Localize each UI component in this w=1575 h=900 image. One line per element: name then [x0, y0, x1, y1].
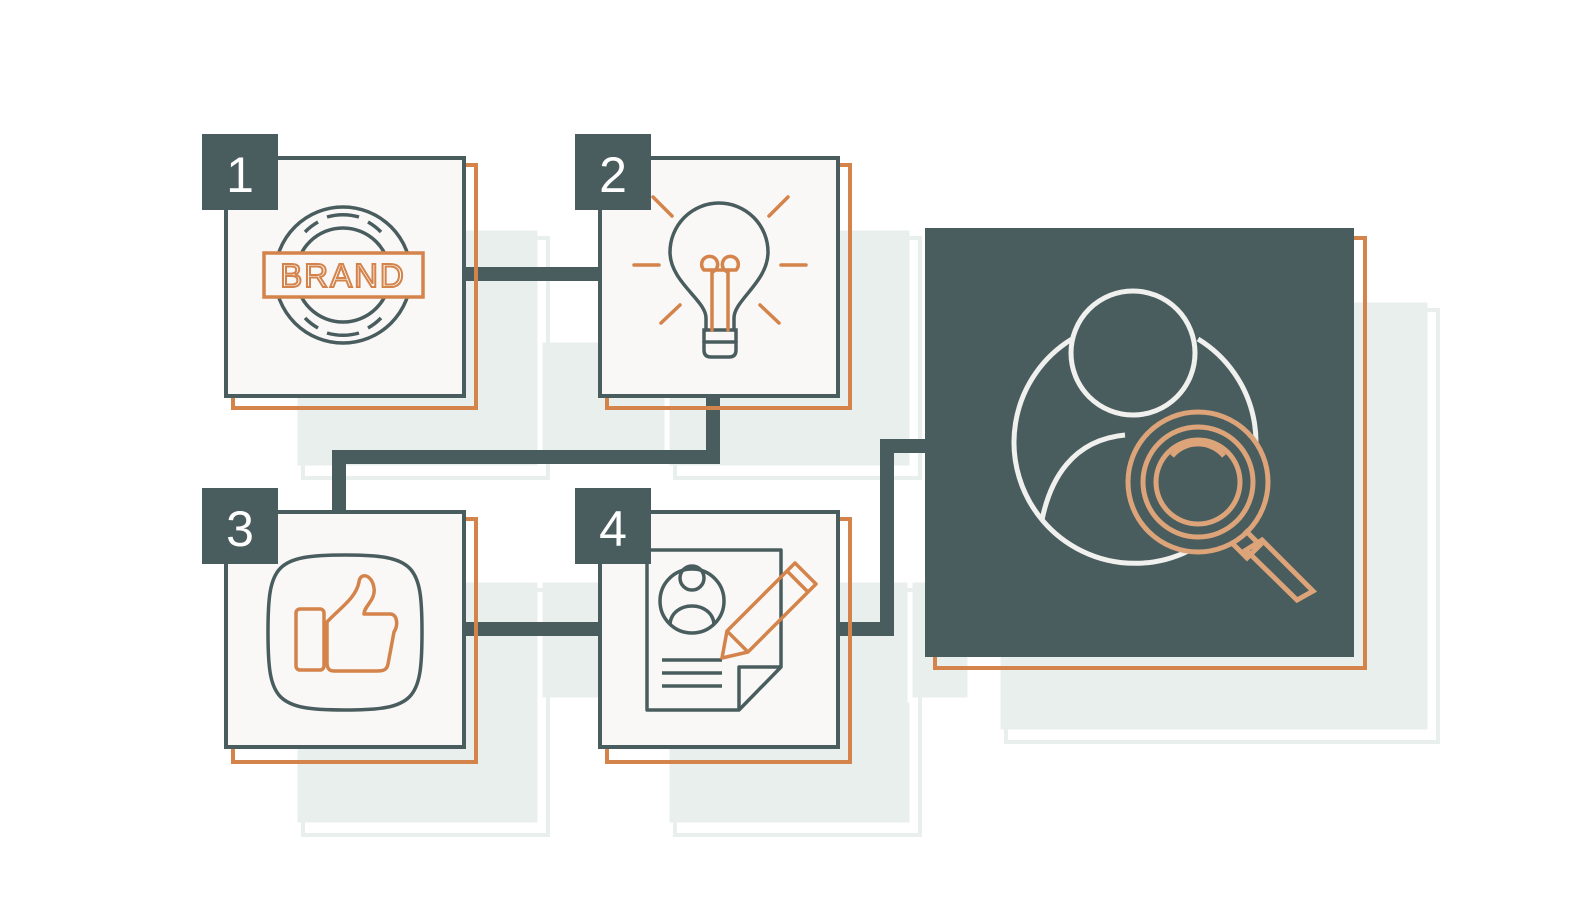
- connector-4-result: [836, 439, 928, 636]
- step-2-card: 2: [575, 134, 852, 410]
- step-1-number: 1: [226, 147, 254, 203]
- result-card: [925, 228, 1367, 670]
- step-3-card: 3: [202, 488, 478, 764]
- step-1-badge: 1: [202, 134, 278, 210]
- step-3-number: 3: [226, 501, 254, 557]
- step-4-badge: 4: [575, 488, 651, 564]
- user-search-icon: [1011, 288, 1318, 604]
- brand-label: BRAND: [280, 257, 406, 294]
- step-3-badge: 3: [202, 488, 278, 564]
- profile-document-pencil-icon: [645, 548, 818, 712]
- lightbulb-icon: [632, 195, 808, 359]
- step-2-number: 2: [599, 147, 627, 203]
- step-4-card: 4: [575, 488, 852, 764]
- pencil-icon: [720, 561, 818, 660]
- step-2-badge: 2: [575, 134, 651, 210]
- brand-stamp-icon: BRAND: [262, 205, 425, 345]
- connector-2-3: [332, 395, 720, 512]
- magnifier-icon: [1125, 409, 1318, 604]
- connectors: [332, 267, 928, 636]
- step-1-card: 1 BRAND: [202, 134, 478, 410]
- step-4-number: 4: [599, 501, 627, 557]
- thumbs-up-icon: [266, 553, 424, 712]
- user-icon: [1011, 288, 1259, 566]
